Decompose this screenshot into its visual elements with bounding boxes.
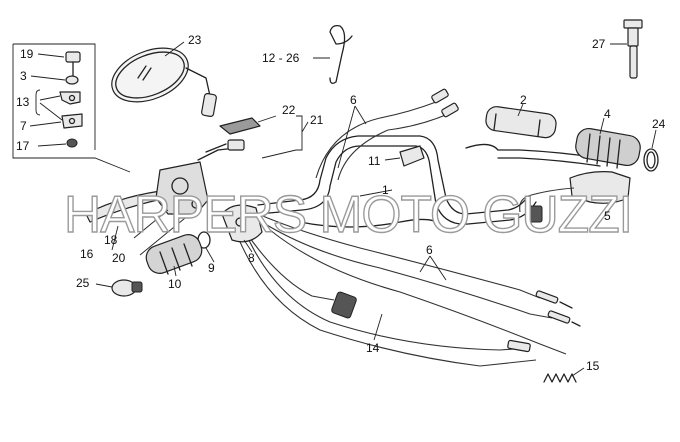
callout-23: 23 <box>188 33 202 47</box>
clutch-lever-assembly <box>85 139 245 256</box>
callout-7: 7 <box>20 119 27 133</box>
callout-17: 17 <box>16 139 30 153</box>
callout-13: 13 <box>16 95 30 109</box>
right-switch-5 <box>519 171 631 223</box>
bar-end-25 <box>95 279 143 297</box>
nut-3 <box>65 75 79 85</box>
watermark-text: HARPERS MOTO GUZZI <box>64 186 632 244</box>
bolt-19 <box>65 51 81 77</box>
callout-21: 21 <box>310 113 324 127</box>
callout-8: 8 <box>248 251 255 265</box>
cable-clip-12-26 <box>313 24 353 84</box>
callout-22: 22 <box>282 103 296 117</box>
callout-9: 9 <box>208 261 215 275</box>
fastener-inset <box>12 43 131 173</box>
callout-4: 4 <box>604 107 611 121</box>
clamp-13 <box>59 91 83 129</box>
callout-1: 1 <box>382 183 389 197</box>
washer-17 <box>66 138 78 148</box>
callout-6-lower: 6 <box>426 243 433 257</box>
callout-27: 27 <box>592 37 606 51</box>
left-switch-connector <box>249 237 357 319</box>
callout-20: 20 <box>112 251 126 265</box>
callout-3: 3 <box>20 69 27 83</box>
callout-16: 16 <box>80 247 94 261</box>
callout-5: 5 <box>604 209 611 223</box>
callout-24: 24 <box>652 117 666 131</box>
clutch-cable-14 <box>231 219 537 367</box>
throttle-cables-lower <box>257 213 581 355</box>
clamp-11 <box>384 145 425 167</box>
callout-19: 19 <box>20 47 34 61</box>
callout-6-upper: 6 <box>350 93 357 107</box>
mirror-23 <box>111 41 217 117</box>
bolt-27 <box>610 19 643 79</box>
left-switch-8 <box>221 204 263 253</box>
callout-2: 2 <box>520 93 527 107</box>
callout-15: 15 <box>586 359 600 373</box>
throttle-grip-2 <box>485 103 557 139</box>
ring-24 <box>643 129 659 172</box>
switch-22 <box>205 115 309 159</box>
callout-14: 14 <box>366 341 380 355</box>
callout-25: 25 <box>76 276 90 290</box>
callout-12-26: 12 - 26 <box>262 51 300 65</box>
spring-15 <box>543 367 585 383</box>
grip-4 <box>575 117 641 169</box>
callout-18: 18 <box>104 233 118 247</box>
callout-10: 10 <box>168 277 182 291</box>
callout-11: 11 <box>368 154 381 168</box>
throttle-cables-upper <box>315 88 459 181</box>
grip-10 <box>145 234 203 277</box>
